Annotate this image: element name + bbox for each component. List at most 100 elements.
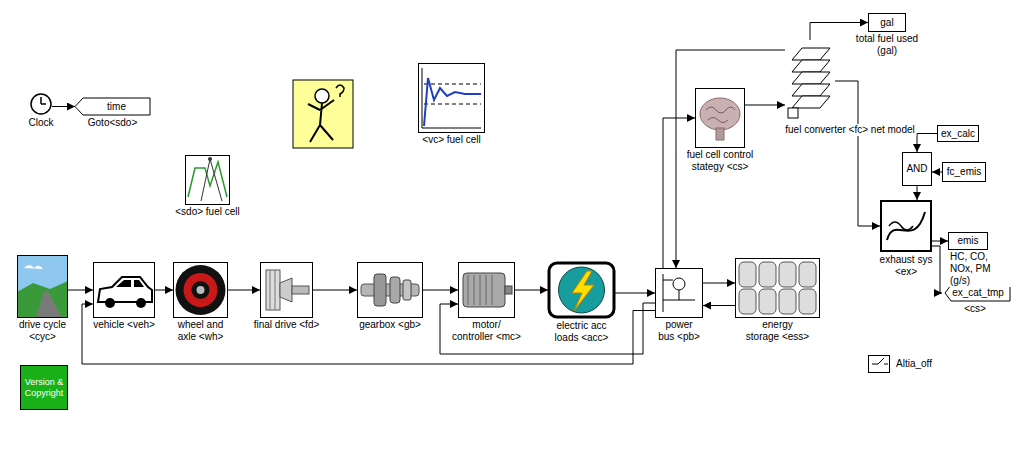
electric-load-icon bbox=[549, 263, 614, 317]
signal-connector bbox=[835, 81, 880, 226]
signal-connector bbox=[440, 303, 655, 354]
scope-block: <sdo> fuel cell bbox=[185, 155, 230, 205]
drive-cycle-icon bbox=[17, 281, 68, 318]
signal-connector bbox=[932, 241, 948, 242]
from-tag: fc_emis bbox=[942, 162, 986, 182]
goto-block: ex_cat_tmp<cs> bbox=[942, 285, 1008, 301]
brain-icon bbox=[700, 98, 740, 130]
battery-cells-icon bbox=[735, 258, 820, 318]
power-bus-icon bbox=[663, 280, 673, 281]
block-text: emis bbox=[957, 235, 978, 247]
energy-storage-block: energy storage <ess> bbox=[735, 258, 820, 318]
block-label: final drive <fd> bbox=[253, 319, 321, 331]
clock-icon bbox=[31, 94, 51, 114]
block-label: Altia_off bbox=[895, 358, 933, 370]
gearbox-icon bbox=[357, 262, 423, 318]
version-block: Version & Copyright bbox=[20, 365, 68, 410]
response-plot-icon bbox=[422, 68, 423, 128]
block-label: electric acc loads <acc> bbox=[546, 320, 618, 344]
goto-tag-shape bbox=[75, 98, 150, 115]
switch-icon bbox=[872, 358, 888, 364]
signal-connector bbox=[615, 293, 655, 294]
battery-cells-icon bbox=[779, 289, 796, 314]
help-figure-block bbox=[315, 89, 329, 103]
block-text: fc_emis bbox=[947, 166, 981, 178]
gearbox-icon bbox=[374, 274, 386, 306]
block-label: exhaust sys <ex> bbox=[875, 254, 937, 278]
battery-cells-icon bbox=[735, 258, 820, 318]
block-label: <cs> bbox=[963, 303, 987, 315]
block-text: ex_cat_tmp bbox=[952, 287, 1004, 299]
exhaust-icon bbox=[887, 212, 925, 240]
signal-connector bbox=[703, 283, 735, 284]
wheel-axle-block: wheel and axle <wh> bbox=[173, 262, 228, 318]
block-label: motor/ controller <mc> bbox=[451, 319, 523, 343]
wheel-icon bbox=[184, 273, 218, 307]
response-plot-icon bbox=[424, 84, 481, 85]
motor-controller-block: motor/ controller <mc> bbox=[458, 262, 515, 318]
motor-icon bbox=[463, 273, 505, 307]
block-label: <sdo> fuel cell bbox=[174, 206, 241, 218]
fuel-converter-block: fuel converter <fc> net model bbox=[785, 40, 835, 122]
block-label: Clock bbox=[27, 117, 54, 129]
battery-cells-icon bbox=[799, 289, 816, 314]
motor-icon bbox=[458, 262, 515, 318]
battery-cells-icon bbox=[739, 289, 756, 314]
clock-icon bbox=[40, 97, 42, 104]
battery-cells-icon bbox=[739, 262, 756, 287]
vehicle-icon bbox=[105, 298, 115, 308]
final-drive-block: final drive <fd> bbox=[260, 262, 313, 318]
clock-icon bbox=[31, 94, 51, 114]
block-label: Goto<sdo> bbox=[87, 117, 138, 129]
final-drive-icon bbox=[270, 270, 271, 310]
wheel-icon bbox=[176, 265, 226, 315]
block-label: HC, CO, NOx, PM (g/s) bbox=[949, 251, 1013, 287]
signal-connector bbox=[423, 290, 458, 291]
motor-icon bbox=[480, 275, 481, 305]
fuel-cell-stack-icon bbox=[792, 60, 830, 72]
block-text: time bbox=[107, 101, 126, 113]
logic-and-block: AND bbox=[902, 152, 932, 186]
drive-cycle-block: drive cycle <cyc> bbox=[17, 255, 68, 318]
exhaust-icon bbox=[889, 222, 913, 230]
block-label: gearbox <gb> bbox=[358, 319, 422, 331]
block-label: total fuel used (gal) bbox=[846, 33, 928, 57]
vehicle-icon bbox=[98, 277, 152, 302]
battery-cells-icon bbox=[759, 262, 776, 287]
final-drive-icon bbox=[292, 286, 309, 294]
goto-block: timeGoto<sdo> bbox=[75, 98, 150, 115]
block-text: gal bbox=[880, 17, 893, 29]
vehicle-block: vehicle <veh> bbox=[93, 262, 155, 318]
switch-block: Altia_off bbox=[868, 355, 890, 373]
drive-cycle-icon bbox=[17, 255, 68, 318]
scope-icon bbox=[188, 162, 227, 197]
vehicle-icon bbox=[93, 262, 155, 318]
electric-load-icon bbox=[572, 271, 594, 311]
block-label: wheel and axle <wh> bbox=[174, 319, 228, 343]
power-bus-icon bbox=[673, 278, 685, 290]
response-plot-icon bbox=[424, 104, 481, 105]
fuel-cell-stack-icon bbox=[792, 48, 830, 60]
block-label: fuel cell control stategy <cs> bbox=[682, 149, 758, 173]
electric-load-icon bbox=[559, 267, 605, 313]
block-text: ex_calc bbox=[941, 128, 975, 140]
motor-icon bbox=[458, 262, 515, 318]
clock-block: Clock bbox=[30, 93, 52, 115]
exhaust-icon bbox=[881, 201, 931, 251]
output-port: emisHC, CO, NOx, PM (g/s) bbox=[948, 232, 988, 250]
switch-icon bbox=[872, 358, 888, 364]
signal-connector bbox=[932, 172, 942, 173]
drive-cycle-icon bbox=[17, 255, 68, 318]
final-drive-icon bbox=[260, 262, 313, 318]
final-drive-icon bbox=[275, 270, 276, 310]
block-label: drive cycle <cyc> bbox=[14, 319, 72, 343]
clock-icon bbox=[41, 103, 46, 105]
brain-icon bbox=[706, 107, 735, 123]
signal-connector bbox=[228, 290, 260, 291]
motor-icon bbox=[492, 275, 493, 305]
power-bus-icon bbox=[679, 290, 680, 300]
brain-icon bbox=[695, 88, 745, 148]
exhaust-icon bbox=[881, 201, 931, 251]
block-label: fuel converter <fc> net model bbox=[784, 124, 916, 136]
